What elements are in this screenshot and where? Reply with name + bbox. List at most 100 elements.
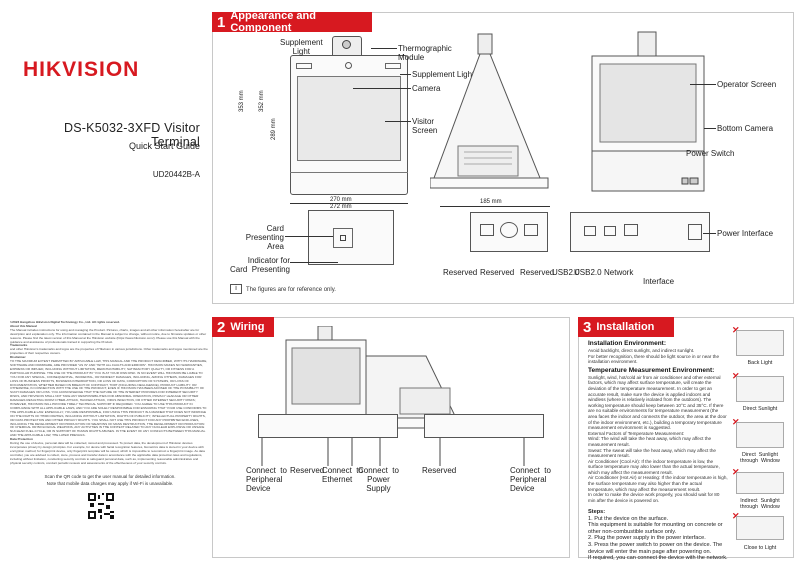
installation-text: Installation Environment: Avoid backligh…	[588, 338, 728, 503]
temp-point: Sunlight, wind, hot/cold air from air co…	[588, 374, 727, 431]
label-power-switch: Power Switch	[686, 149, 735, 158]
env-pic-sunlight-window	[736, 422, 784, 448]
reserved-port-drawing	[524, 224, 538, 236]
label-thermographic-module: Thermographic Module	[398, 44, 452, 62]
dim-height-3: 289 mm	[271, 118, 277, 140]
leader-line	[704, 128, 716, 129]
leader-line	[690, 84, 716, 85]
env-label: Close to Light	[743, 545, 777, 551]
env-point: For better recognition, there should be …	[588, 353, 719, 365]
usb-port-drawing	[584, 226, 596, 236]
label-indicator: Indicator for Card Presenting	[229, 256, 290, 274]
guide-subtitle: Quick Start Guide	[128, 141, 200, 151]
temp-point: Sweat: The sweat will take the heat away…	[588, 447, 716, 459]
env-label: Direct Sunlight	[742, 406, 778, 412]
label-connect-peripheral: Connect to Peripheral Device	[246, 466, 287, 493]
label-reserved: Reserved	[422, 466, 457, 475]
supplement-light-drawing	[385, 63, 401, 69]
label-supplement-light: Supplement Light	[280, 38, 323, 56]
dim-line	[290, 203, 408, 204]
camera-drawing	[345, 62, 352, 69]
dim-depth: 185 mm	[480, 199, 502, 205]
qr-code[interactable]	[88, 493, 114, 519]
visitor-screen-drawing	[297, 76, 401, 161]
section-number: 1	[217, 13, 226, 31]
env-heading: Installation Environment:	[588, 340, 667, 347]
dim-width-1: 270 mm	[330, 197, 352, 203]
operator-view-device	[591, 31, 705, 192]
legal-section-text: TO THE MAXIMUM EXTENT PERMITTED BY APPLI…	[10, 359, 208, 438]
installation-steps: Steps: 1. Put the device on the surface.…	[588, 509, 733, 562]
section-number: 2	[217, 318, 226, 336]
usb-port-drawing	[604, 226, 616, 236]
leader-line	[353, 88, 411, 89]
temp-point: Wind: The wind will take the heat away, …	[588, 436, 712, 447]
hikvision-logo: HIKVISION	[23, 58, 140, 81]
env-pic-indirect-sunlight	[736, 472, 784, 494]
section-wiring	[212, 317, 570, 558]
qr-note-line-1: Scan the QR code to get the user manual …	[44, 474, 176, 479]
step: 3. Press the power switch to power on th…	[588, 541, 723, 555]
leader-line	[400, 74, 411, 75]
step: 1. Put the device on the surface.	[588, 515, 669, 522]
label-usb: USB2.0	[552, 268, 580, 277]
qr-note: Scan the QR code to get the user manual …	[20, 473, 200, 487]
label-visitor-screen: Visitor Screen	[412, 117, 438, 135]
env-label: Direct Sunlight through Window	[740, 452, 780, 464]
temp-point: Air Conditioner (Hot Air) or Heating: If…	[588, 475, 728, 492]
section-title: Wiring	[230, 321, 265, 333]
label-card-presenting-area: Card Presenting Area	[245, 224, 284, 251]
reserved-port-drawing	[480, 224, 494, 236]
label-operator-screen: Operator Screen	[717, 80, 777, 89]
section-title: Appearance and Component	[230, 10, 316, 34]
label-reserved: Reserved	[520, 268, 555, 277]
product-title: DS-K5032-3XFD Visitor Terminal	[64, 121, 200, 149]
temp-point: In order to make the device work properl…	[588, 492, 720, 503]
label-reserved: Reserved	[290, 466, 325, 475]
legal-section-text: During the use of device, personal data …	[10, 441, 205, 465]
dim-line	[440, 206, 550, 207]
qr-note-line-2: Note that mobile data charges may apply …	[46, 481, 174, 486]
supplement-light-drawing	[296, 63, 312, 69]
env-label: Indirect Sunlight through Window	[740, 498, 780, 510]
power-port-drawing	[688, 224, 702, 240]
label-interface: Interface	[643, 277, 675, 286]
label-reserved: Reserved	[443, 268, 478, 277]
cross-icon: ✕	[732, 418, 740, 427]
step: If required, you can connect the device …	[588, 555, 728, 562]
leader-line	[371, 48, 397, 49]
dim-height-2: 352 mm	[259, 90, 265, 112]
step: 2. Plug the power supply in the power in…	[588, 535, 706, 542]
label-connect-peripheral: Connect to Peripheral Device	[510, 466, 551, 493]
legal-section-heading: Data Protection	[10, 437, 33, 442]
section-header-wiring: 2 Wiring	[212, 317, 274, 337]
label-usb: USB2.0	[574, 268, 602, 277]
label-supplement-light-2: Supplement Light	[412, 70, 475, 79]
label-connect-ethernet: Connect to Ethernet	[322, 466, 363, 484]
temp-heading: Temperature Measurement Environment:	[588, 366, 715, 374]
card-reader-drawing	[333, 228, 353, 248]
env-pic-direct-sunlight	[736, 376, 784, 402]
network-port-drawing	[624, 224, 638, 236]
reserved-port-drawing	[500, 222, 518, 238]
interface-panel-right	[570, 212, 710, 252]
label-camera: Camera	[412, 84, 441, 93]
section-appearance	[212, 12, 794, 304]
note-icon: i	[230, 284, 242, 294]
label-connect-power: Connect to Power Supply	[358, 466, 399, 493]
label-network: Network	[604, 268, 634, 277]
env-point: Avoid backlight, direct sunlight, and in…	[588, 348, 695, 353]
legal-section-text: The Manual includes instructions for usi…	[10, 327, 207, 344]
step-note: This equipment is suitable for mounting …	[588, 522, 723, 535]
label-bottom-camera: Bottom Camera	[717, 124, 774, 133]
label-power-interface: Power Interface	[717, 229, 774, 238]
legal-section-heading: About this Manual	[10, 323, 37, 328]
legal-heading: ©2023 Hangzhou Hikvision Digital Technol…	[10, 321, 120, 324]
section-header-installation: 3 Installation	[578, 317, 674, 337]
side-view-device	[430, 33, 549, 189]
legal-section-text: and other Hikvision's trademarks and log…	[10, 347, 208, 356]
wiring-panel-right	[424, 414, 544, 438]
leader-line	[385, 121, 411, 122]
dim-height-1: 353 mm	[239, 90, 245, 112]
cross-icon: ✕	[732, 468, 740, 477]
